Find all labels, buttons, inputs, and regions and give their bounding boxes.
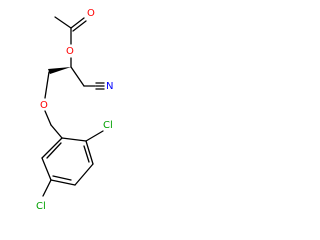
ring-bond-1 xyxy=(61,137,87,142)
ortho-chlorine-label: Cl xyxy=(103,120,113,131)
aromatic-inner-bond-3 xyxy=(46,142,62,159)
ring-bond-2 xyxy=(85,140,94,165)
aromatic-inner-bond-1 xyxy=(83,145,90,163)
aromatic-inner-bond-2 xyxy=(52,175,72,181)
ester-oxygen-label: O xyxy=(66,46,74,57)
ether-oxygen-benzyl-bond xyxy=(44,110,52,126)
ring-bond-6 xyxy=(41,137,63,159)
para-chlorine-bond xyxy=(42,179,52,197)
ring-bond-3 xyxy=(74,163,94,186)
carbonyl-double-bond-b xyxy=(72,20,87,32)
methylene-ether-oxygen-bond xyxy=(44,71,50,99)
methyl-carbonyl-bond xyxy=(54,16,72,29)
carbonyl-double-bond-a xyxy=(70,17,85,29)
stereocenter-methylene-bond xyxy=(70,66,85,87)
wedge-bond xyxy=(48,67,71,74)
nitrile-nitrogen-label: N xyxy=(106,81,113,92)
carbonyl-oxygen-label: O xyxy=(87,8,95,19)
ether-oxygen-label: O xyxy=(40,100,48,111)
ortho-chlorine-bond xyxy=(85,130,104,142)
para-chlorine-label: Cl xyxy=(36,201,46,212)
chemical-structure-diagram: O O N O Cl Cl xyxy=(36,8,113,212)
ring-bond-5 xyxy=(41,157,52,181)
ring-bond-4 xyxy=(50,179,76,186)
benzyl-ring-bond xyxy=(50,124,63,139)
